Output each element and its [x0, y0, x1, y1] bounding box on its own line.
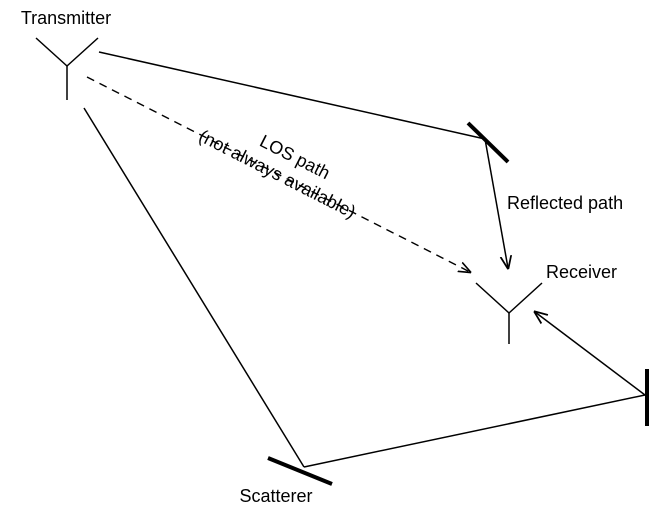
receiver-antenna-icon [475, 282, 543, 344]
scatterer-label: Scatterer [239, 486, 312, 506]
scatterer-surface [267, 456, 333, 486]
scattered-path-arrow [535, 312, 646, 396]
los-path-arrow [86, 76, 470, 272]
reflected-path-arrow [484, 138, 508, 268]
scattered-path-to-right-reflector-line [303, 394, 646, 468]
reflected-path-incident-line [98, 51, 486, 140]
transmitter-label: Transmitter [21, 8, 111, 28]
transmitter-antenna-icon [35, 37, 99, 100]
scattered-path-to-scatterer-line [83, 107, 305, 468]
receiver-label: Receiver [546, 262, 617, 282]
los-path-label-group: LOS path (not always available) [196, 126, 359, 222]
reflected-path-label: Reflected path [507, 193, 623, 213]
reflector [466, 121, 510, 164]
